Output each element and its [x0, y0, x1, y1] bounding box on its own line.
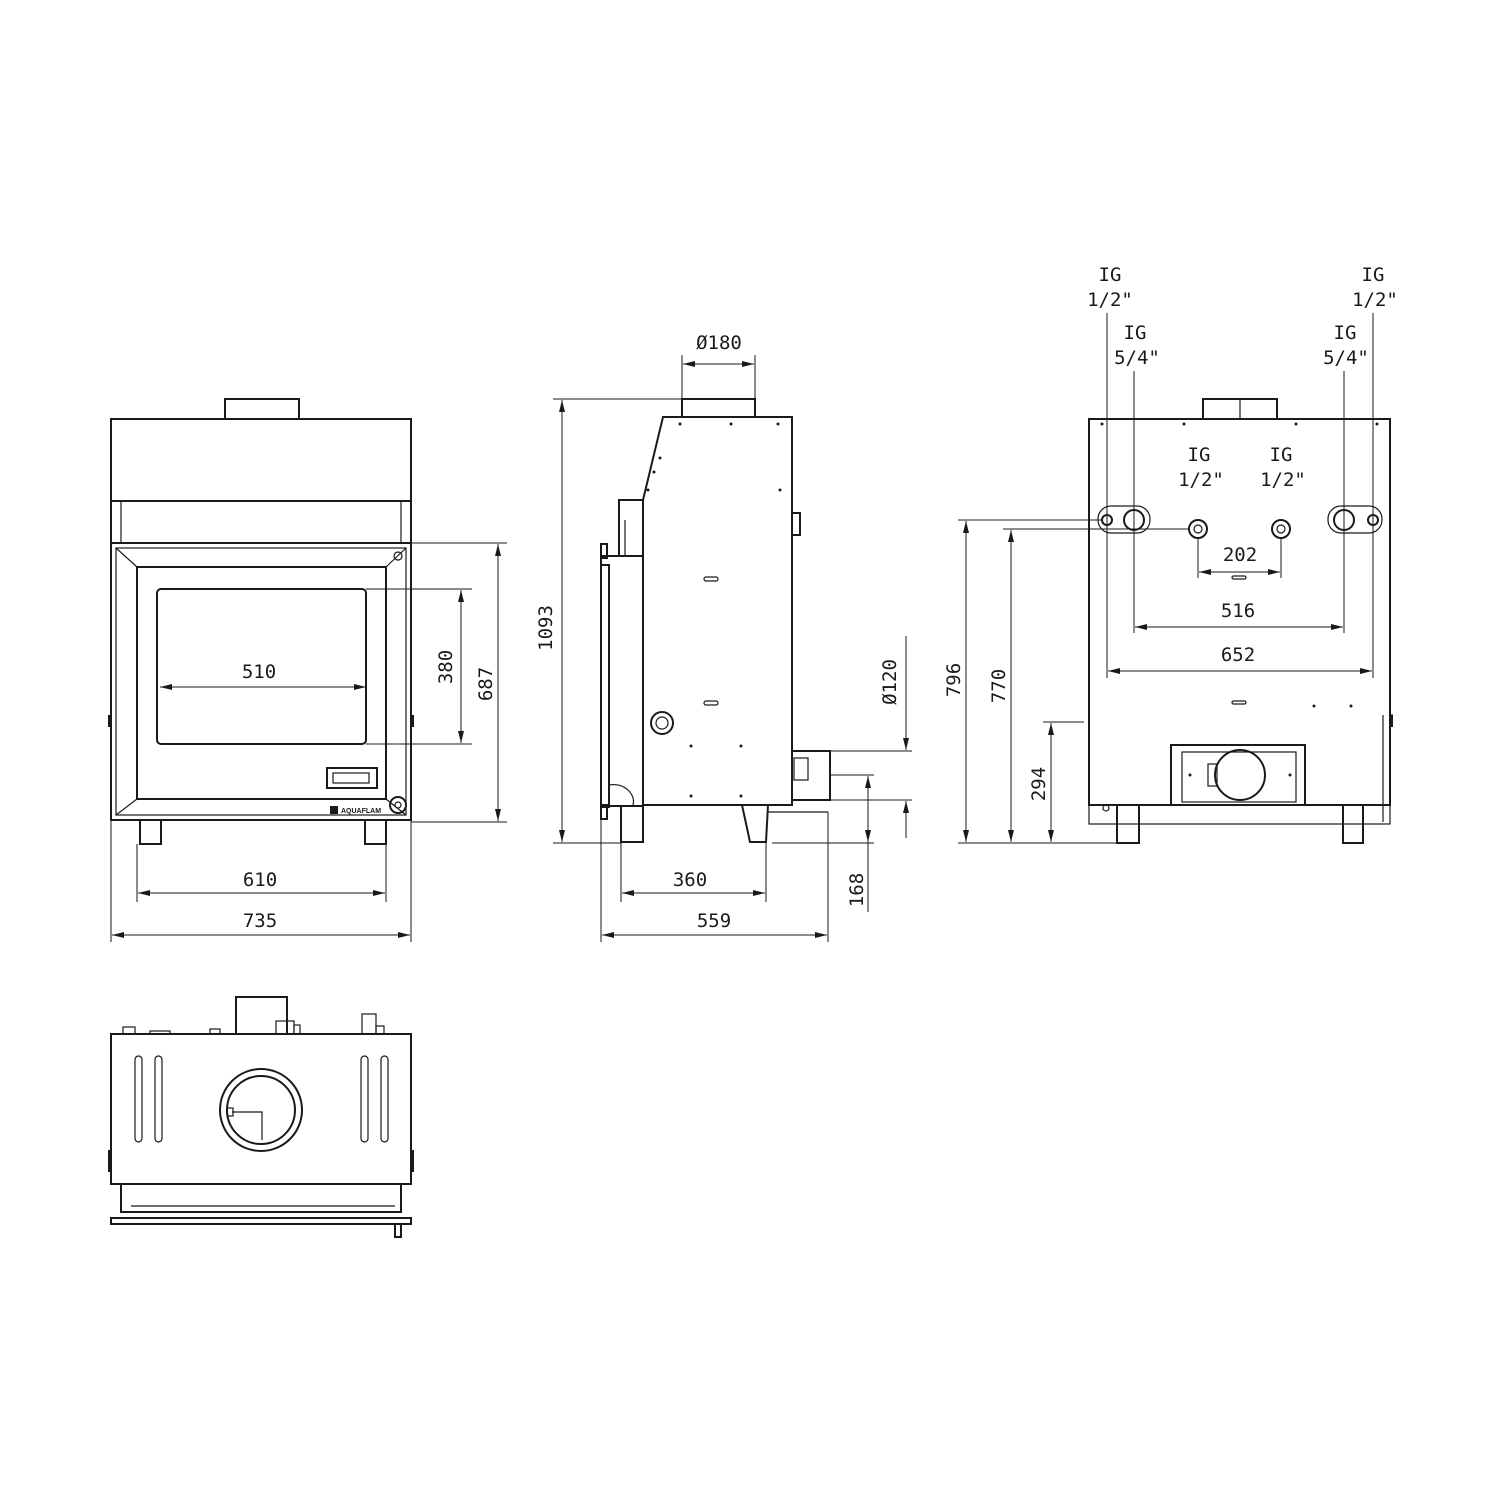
dim-feet-depth: 360: [673, 869, 707, 891]
dim-inner-spacing: 516: [1221, 600, 1255, 622]
dim-window-width: 510: [242, 661, 276, 683]
dim-side-inlet-height: 168: [846, 873, 868, 907]
knob-icon: [393, 551, 403, 561]
door: [136, 566, 387, 800]
control-panel-icon: [793, 757, 809, 781]
label-inner-right-type: IG: [1334, 322, 1357, 344]
label-outer-left-type: IG: [1099, 264, 1122, 286]
rear-bracket: [791, 512, 801, 536]
label-outer-right-type: IG: [1362, 264, 1385, 286]
front-dimensions: 510 380 687 610 735: [110, 542, 507, 942]
front-foot: [620, 805, 644, 843]
dim-rear-inlet-height: 294: [1028, 767, 1050, 801]
left-foot: [139, 820, 162, 845]
door-frame: [110, 542, 412, 821]
damper-flap: [232, 1111, 263, 1140]
dim-outer-height: 796: [943, 663, 965, 697]
slot-lower: [703, 700, 719, 706]
rear-view: IG 1/2" IG 5/4" IG 1/2" IG 5/4" IG 1/2" …: [943, 264, 1398, 844]
right-foot: [364, 820, 387, 845]
dim-outer-spacing: 652: [1221, 644, 1255, 666]
flue-outlet: [219, 1068, 303, 1152]
label-center-left-size: 1/2": [1178, 469, 1224, 491]
door-handle[interactable]: [326, 767, 378, 789]
dim-total-height: 1093: [535, 605, 557, 651]
slot: [1231, 700, 1247, 705]
top-body: [110, 1033, 412, 1185]
top-view: [108, 996, 414, 1238]
label-inner-left-size: 5/4": [1114, 347, 1160, 369]
rear-foot: [741, 804, 769, 843]
glass-window: [156, 588, 367, 745]
front-view: AQUAFLAM 510 380 687 610 735: [108, 398, 507, 942]
label-center-left-type: IG: [1188, 444, 1211, 466]
label-inner-right-size: 5/4": [1323, 347, 1369, 369]
handle-knob[interactable]: [600, 543, 608, 559]
dim-window-height: 380: [435, 650, 457, 684]
side-dimensions: Ø180 1093 Ø120 168 360 559: [535, 332, 912, 942]
center-left-port: [1188, 519, 1208, 539]
dim-door-height: 687: [475, 667, 497, 701]
rear-labels: IG 1/2" IG 5/4" IG 1/2" IG 5/4" IG 1/2" …: [1087, 264, 1398, 491]
brand-logo-icon: [330, 806, 338, 814]
side-body: [642, 416, 793, 806]
slot-upper: [703, 576, 719, 582]
right-foot: [1342, 805, 1364, 844]
front-edge: [110, 1217, 412, 1225]
rear-dimensions: 202 516 652 796 770 294: [943, 313, 1374, 844]
upper-bracket: [618, 499, 644, 557]
air-inlet-housing: [1170, 744, 1306, 806]
vent-slot: [360, 1055, 369, 1143]
dim-total-depth: 559: [697, 910, 731, 932]
vent-slot: [380, 1055, 389, 1143]
side-view: Ø180 1093 Ø120 168 360 559: [535, 332, 912, 942]
door-profile: [600, 564, 610, 808]
lower-knob[interactable]: [600, 804, 608, 820]
slot: [1231, 575, 1247, 580]
label-inner-left-type: IG: [1124, 322, 1147, 344]
flue-collar: [681, 398, 756, 418]
hood-lip: [120, 500, 402, 544]
water-connection: [650, 711, 674, 735]
vent-slot: [154, 1055, 163, 1143]
dim-flue-diameter: Ø180: [696, 332, 742, 354]
flue-collar-top: [235, 996, 288, 1035]
left-foot: [1116, 805, 1140, 844]
dim-total-width: 735: [243, 910, 277, 932]
dim-center-spacing: 202: [1223, 544, 1257, 566]
upper-hood: [110, 418, 412, 502]
label-outer-right-size: 1/2": [1352, 289, 1398, 311]
label-center-right-size: 1/2": [1260, 469, 1306, 491]
label-outer-left-size: 1/2": [1087, 289, 1133, 311]
dim-feet-width: 610: [243, 869, 277, 891]
front-plate: [600, 555, 644, 807]
center-right-port: [1271, 519, 1291, 539]
dim-air-inlet-diameter: Ø120: [879, 659, 901, 705]
flue-collar: [224, 398, 300, 420]
air-inlet-pipe: [1214, 749, 1266, 801]
vent-slot: [134, 1055, 143, 1143]
brand-logo: AQUAFLAM: [341, 808, 381, 815]
control-knob[interactable]: [389, 796, 407, 814]
door-frame-inner: [115, 547, 407, 816]
label-center-right-type: IG: [1270, 444, 1293, 466]
dim-inner-height: 770: [988, 669, 1010, 703]
right-connection-bar: [1327, 505, 1383, 534]
